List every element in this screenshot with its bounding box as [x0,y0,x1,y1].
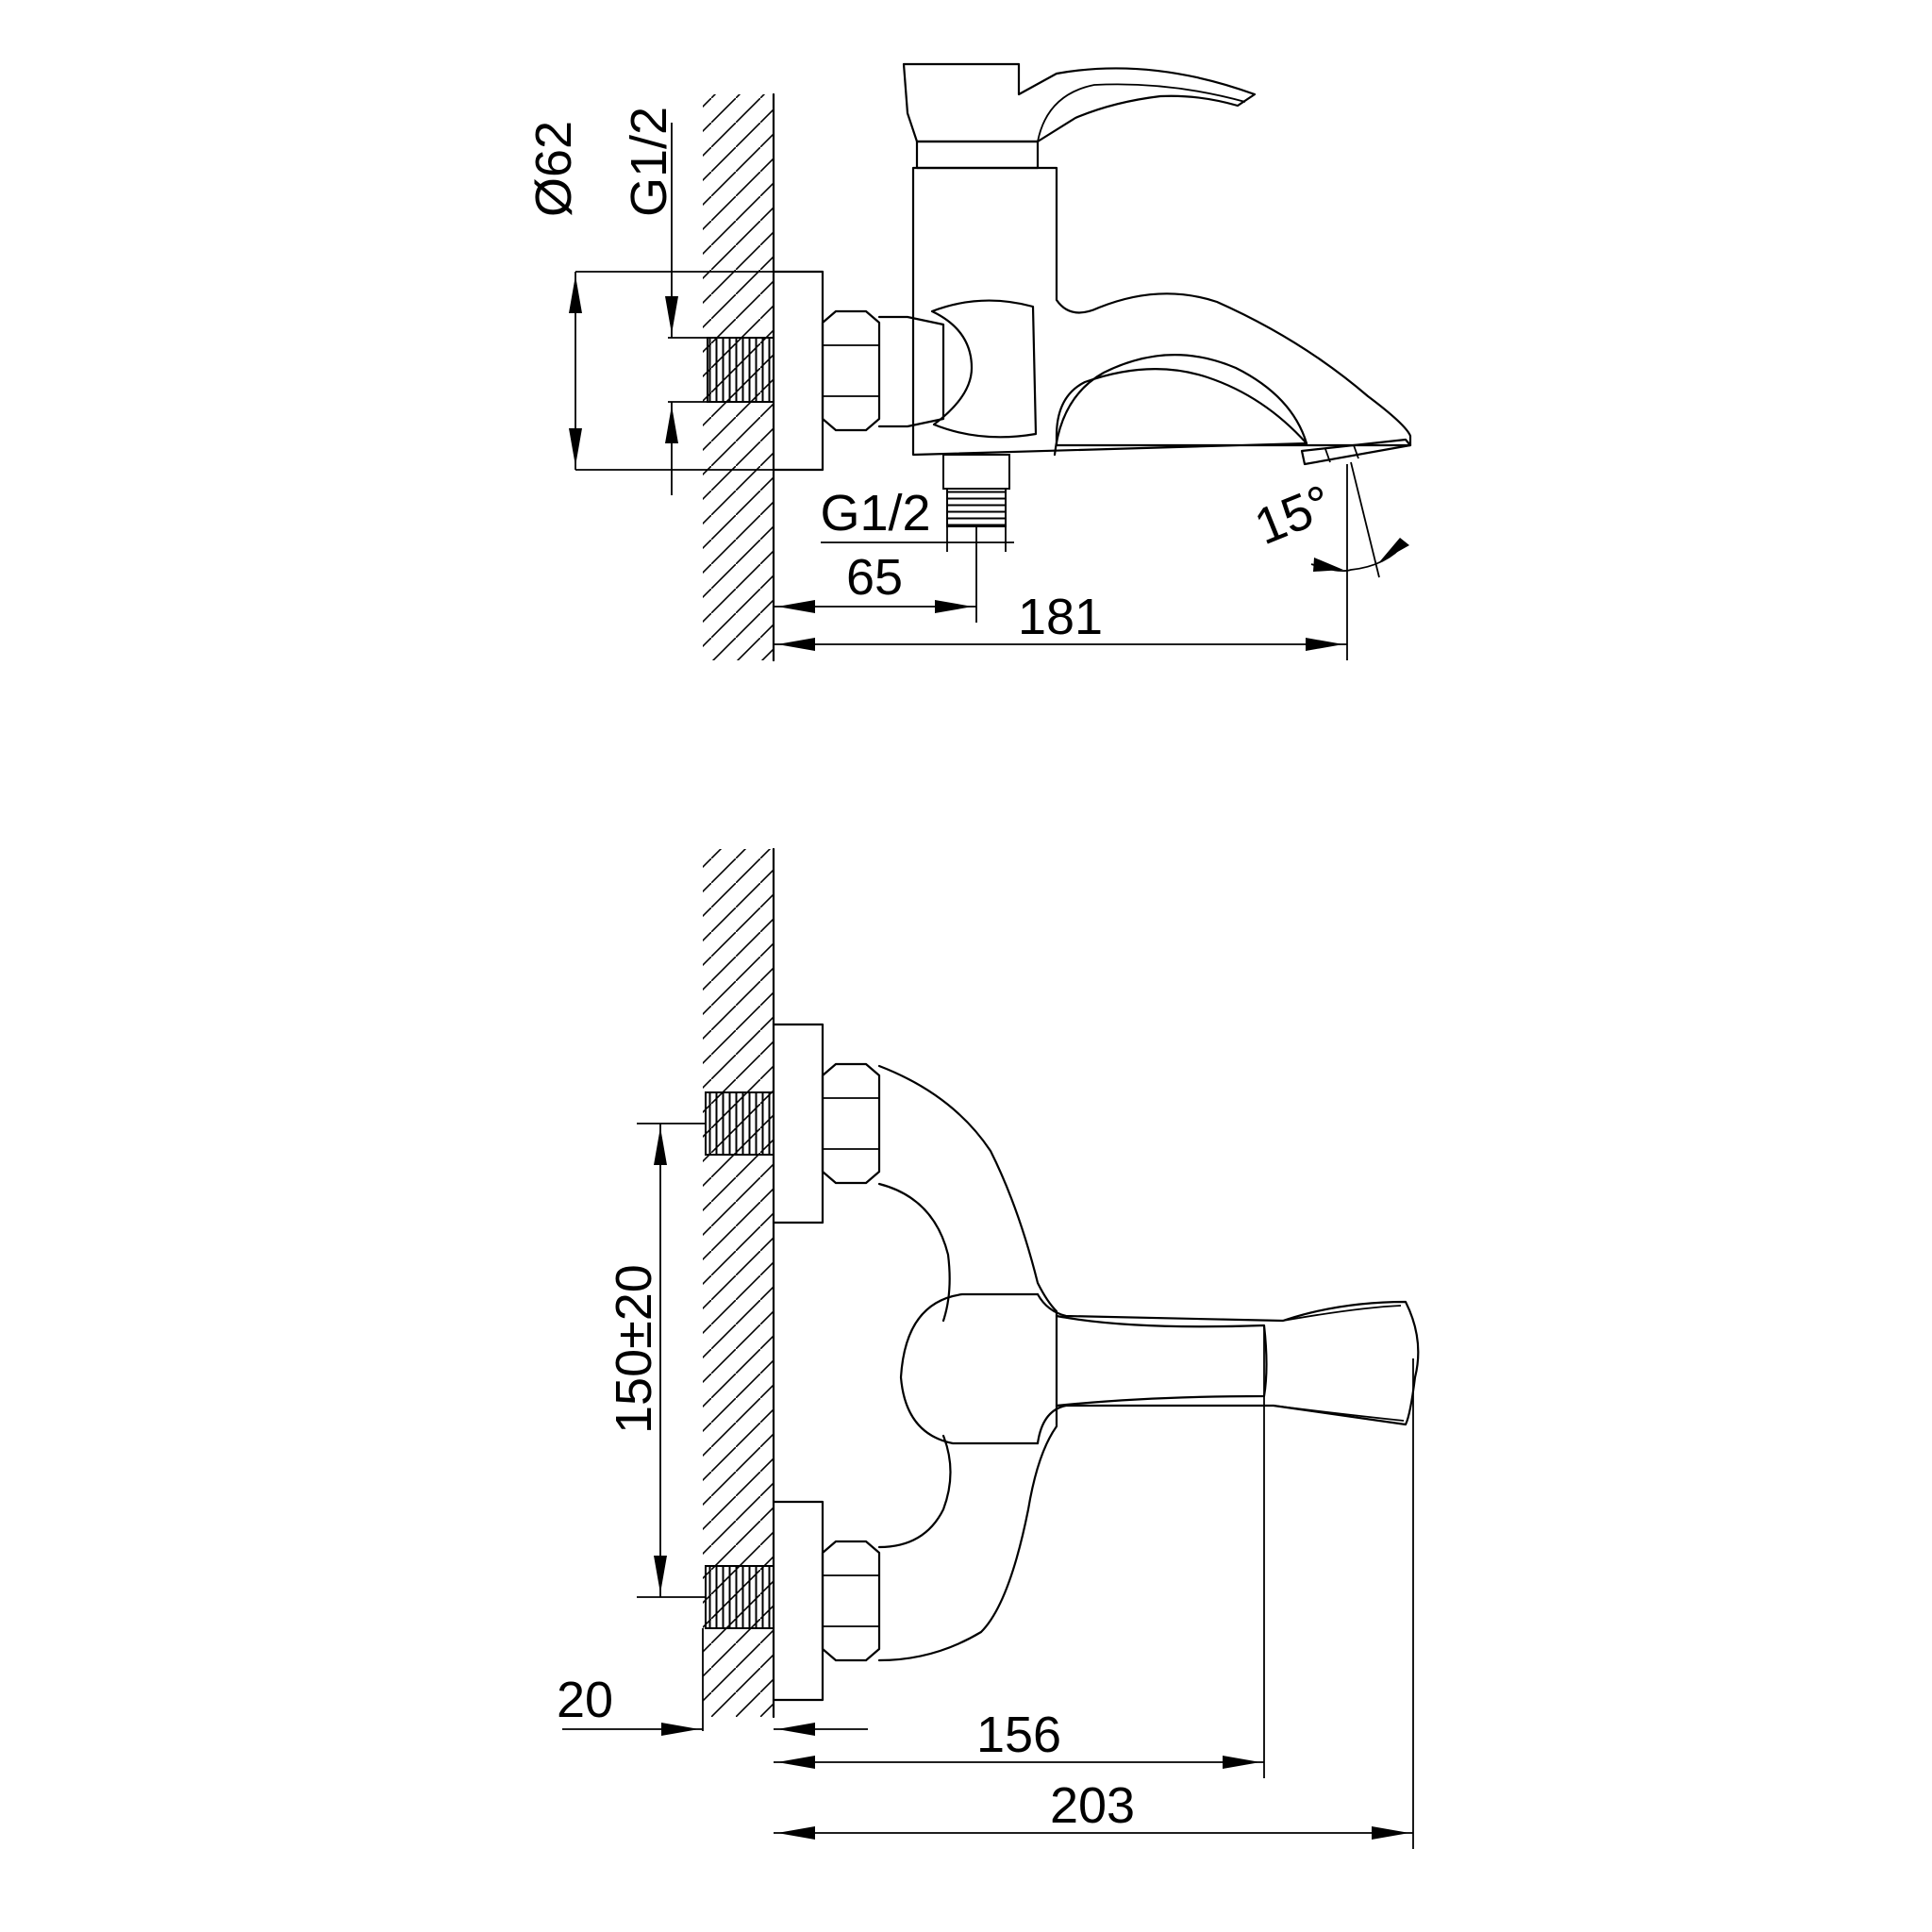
dim-label-lever-reach: 156 [976,1707,1061,1763]
upper-inlet-front [705,1023,881,1224]
lower-inlet-front [705,1500,881,1702]
mixer-body-inner-front [877,1182,952,1549]
lever-edge-front [1273,1305,1405,1422]
dim-label-outlet-thread: G1/2 [820,485,930,541]
dim-spout-reach: 181 [774,464,1348,660]
outlet-connector-top [942,454,1010,527]
dim-flange-diameter: Ø62 [525,121,823,471]
wall-flange-top [772,270,824,472]
dim-total-reach: 203 [774,1358,1414,1849]
dim-outlet-offset: 65 [774,526,977,623]
lever-hub-front [899,1292,1040,1445]
upper-flange-front [772,1023,824,1224]
upper-hex-nut-front [821,1062,881,1185]
lever-handle-front [1036,1292,1420,1445]
dim-outlet-thread: G1/2 [820,485,1014,552]
diverter-knob-top [930,299,1038,439]
dim-label-flange-diameter: Ø62 [525,121,582,217]
dim-label-spout-reach: 181 [1018,589,1103,645]
cartridge-cap-top [915,140,1040,170]
mixer-body-top [911,166,1412,457]
lever-face-front [1055,1314,1268,1407]
dim-label-total-reach: 203 [1050,1777,1135,1834]
spout-lower-top [1053,354,1308,457]
top-view: Ø62 G1/2 G1/2 65 [525,62,1412,662]
inlet-thread-top [707,337,774,403]
dim-spout-angle: 15° [1247,461,1409,578]
lower-flange-front [772,1500,824,1702]
lower-hex-nut-front [821,1540,881,1662]
dim-thread-length: 20 [557,1628,868,1736]
lever-handle-top [902,62,1257,143]
dim-lever-reach: 156 [774,1325,1265,1778]
aerator-top [1300,438,1412,466]
dim-label-thread-length: 20 [557,1672,613,1728]
dim-label-inlet-spacing: 150±20 [606,1264,662,1434]
dim-inlet-spacing: 150±20 [606,1123,706,1598]
front-view: 150±20 20 156 203 [557,847,1420,1849]
body-connector-top [877,315,945,428]
mixer-body-front [877,1064,1058,1662]
hex-nut-top [821,309,881,432]
dim-label-outlet-offset: 65 [846,549,903,606]
lever-detail-top [1037,83,1246,142]
dim-inlet-thread: G1/2 [621,107,708,495]
dim-label-spout-angle: 15° [1247,475,1340,556]
dim-label-inlet-thread: G1/2 [621,107,677,217]
